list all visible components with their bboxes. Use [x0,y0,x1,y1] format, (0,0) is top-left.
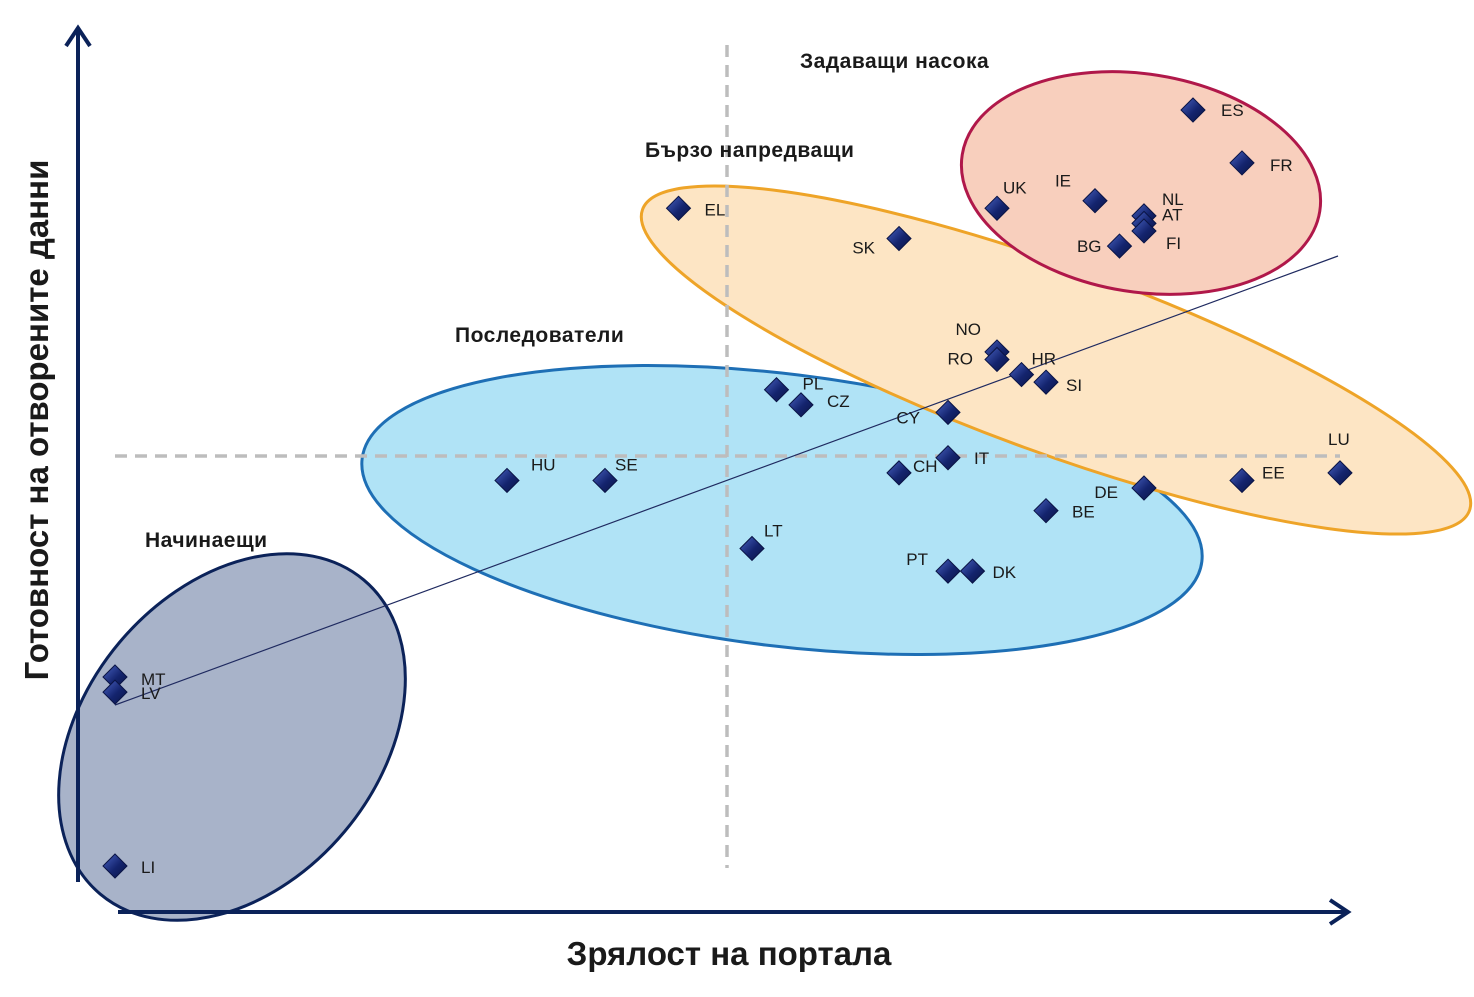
point-label-no: NO [956,320,982,339]
group-ellipse-leaders [959,70,1323,296]
group-ellipse-beginners [57,552,407,922]
marker-cy [935,399,961,426]
marker-fi [1131,218,1157,244]
point-label-pt: PT [906,550,928,569]
marker-ie [1082,188,1108,214]
point-label-ee: EE [1262,463,1285,482]
group-labels: Начинаещи Последователи Бързо напредващи… [145,50,989,552]
marker-hr [1008,361,1035,388]
point-label-ie: IE [1055,172,1071,191]
point-label-hr: HR [1032,350,1057,369]
marker-be [1033,497,1059,524]
point-label-be: BE [1072,503,1095,522]
point-label-es: ES [1221,101,1244,120]
marker-li [102,853,128,879]
marker-el [665,195,692,221]
point-label-de: DE [1094,483,1118,502]
point-label-sk: SK [852,239,875,258]
marker-dk [959,558,986,584]
point-label-ro: RO [948,349,974,368]
point-label-nl: NL [1162,190,1184,209]
marker-sk [886,225,912,252]
marker-ee [1229,467,1255,494]
marker-si [1033,369,1059,395]
marker-es [1180,97,1206,123]
marker-bg [1106,233,1133,259]
group-ellipse-followers [360,364,1204,656]
point-label-it: IT [974,449,989,468]
group-ellipses [57,70,1473,922]
point-label-el: EL [705,200,726,219]
point-label-li: LI [141,858,155,877]
marker-lv [102,679,128,705]
y-axis-title: Готовност на отворените данни [18,160,55,681]
trend-line [114,255,1339,706]
marker-fr [1229,150,1255,176]
point-label-fr: FR [1270,156,1293,175]
point-label-lt: LT [764,521,783,540]
point-label-mt: MT [141,670,166,689]
point-label-cy: CY [896,408,920,427]
point-label-ch: CH [913,457,938,476]
point-label-fi: FI [1166,234,1181,253]
group-label-trend-setters: Задаващи насока [800,50,989,73]
point-label-at: AT [1162,205,1182,224]
marker-se [592,467,618,494]
point-label-dk: DK [993,563,1017,582]
point-label-hu: HU [531,455,556,474]
marker-hu [494,467,520,494]
marker-pt [935,558,961,584]
point-label-pl: PL [803,375,824,394]
point-label-lv: LV [141,684,161,703]
point-label-si: SI [1066,376,1082,395]
marker-lt [739,535,765,562]
marker-lu [1327,460,1353,486]
marker-pl [763,377,790,403]
marker-cz [788,392,814,418]
y-axis [64,24,92,882]
marker-uk [984,195,1010,221]
point-label-bg: BG [1077,237,1102,256]
point-label-lu: LU [1328,430,1350,449]
marker-ro [984,346,1010,373]
point-label-se: SE [615,455,638,474]
group-label-beginners: Начинаещи [145,529,268,552]
group-label-fast-movers: Бързо напредващи [645,139,854,162]
point-label-cz: CZ [827,392,850,411]
marker-ch [886,460,912,486]
marker-it [935,445,961,471]
point-label-uk: UK [1003,178,1027,197]
x-axis [118,898,1352,926]
marker-de [1131,475,1157,501]
x-axis-title: Зрялост на портала [567,935,892,972]
group-label-followers: Последователи [455,324,624,347]
